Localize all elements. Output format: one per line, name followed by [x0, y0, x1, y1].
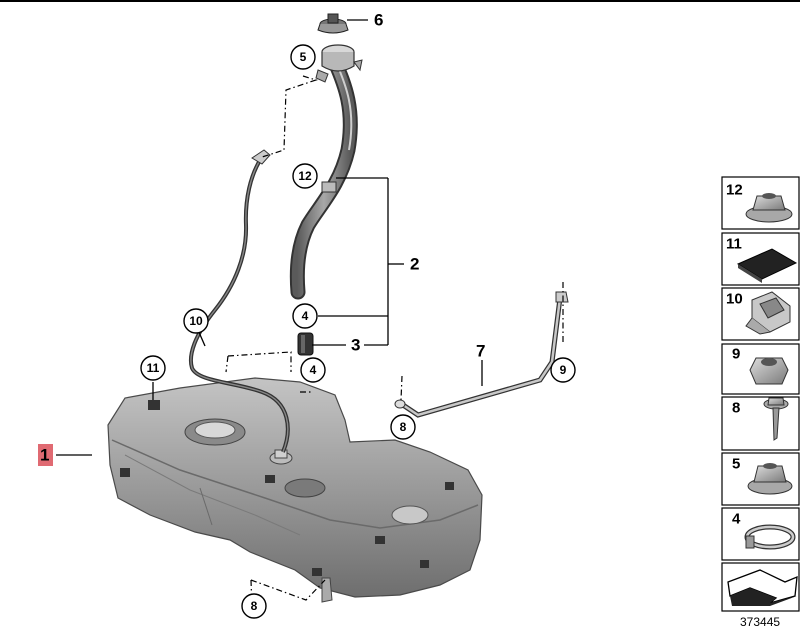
fuel-tank — [107, 377, 483, 603]
callout-8-bottom: 8 — [241, 593, 267, 619]
callout-4-low-text: 4 — [310, 363, 317, 377]
legend-item-10: 10 — [721, 287, 800, 341]
callout-8-bottom-text: 8 — [251, 599, 258, 613]
dash-dot-lines — [225, 75, 564, 611]
callout-12-text: 12 — [298, 169, 312, 183]
reference-number: 373445 — [740, 615, 780, 629]
callout-11-text: 11 — [147, 361, 160, 375]
legend-item-11: 11 — [721, 232, 800, 286]
legend-number-8: 8 — [732, 400, 740, 417]
parts-legend: 12 11 10 — [721, 176, 800, 612]
label-3: 3 — [351, 336, 360, 355]
hose-clamp-icon — [744, 524, 796, 550]
legend-number-5: 5 — [732, 456, 740, 473]
vent-connector — [251, 149, 271, 165]
legend-number-9: 9 — [732, 346, 740, 363]
flange-nut-icon — [745, 193, 793, 223]
callout-9: 9 — [550, 357, 576, 383]
callout-8-right: 8 — [390, 414, 416, 440]
top-border-line — [0, 0, 800, 2]
arrow-icon — [727, 569, 798, 606]
callout-9-text: 9 — [560, 363, 567, 377]
legend-item-12: 12 — [721, 176, 800, 230]
flange-nut-icon — [747, 463, 793, 495]
label-1: 1 — [40, 446, 49, 465]
clip-icon — [745, 291, 791, 335]
label-7: 7 — [476, 342, 485, 361]
connecting-hose — [297, 332, 314, 356]
pipe-clip — [321, 181, 337, 193]
bolt-icon — [763, 397, 789, 441]
callout-4-low: 4 — [300, 357, 326, 383]
legend-number-12: 12 — [726, 182, 743, 199]
callout-4-mid: 4 — [292, 303, 318, 329]
callout-12: 12 — [292, 163, 318, 189]
legend-item-arrow — [721, 562, 800, 612]
legend-number-4: 4 — [732, 511, 741, 528]
callout-8-right-text: 8 — [400, 420, 407, 434]
legend-item-5: 5 — [721, 452, 800, 506]
callout-5-top: 5 — [290, 44, 316, 70]
label-6: 6 — [374, 11, 383, 30]
label-2: 2 — [410, 255, 419, 274]
label-1-highlight — [38, 444, 53, 466]
fuel-cap — [317, 13, 349, 34]
hex-nut-icon — [749, 357, 789, 385]
callout-4-mid-text: 4 — [302, 309, 309, 323]
leader-lines — [56, 19, 483, 456]
legend-item-8: 8 — [721, 396, 800, 451]
legend-item-4: 4 — [721, 507, 800, 561]
callout-11: 11 — [140, 355, 166, 381]
callout-10-text: 10 — [189, 314, 203, 328]
callout-10: 10 — [183, 308, 209, 334]
legend-number-10: 10 — [726, 291, 743, 308]
foam-pad-icon — [736, 248, 798, 283]
legend-number-11: 11 — [726, 236, 742, 253]
callout-5-top-text: 5 — [300, 50, 307, 64]
filler-neck-head — [315, 44, 363, 83]
legend-item-9: 9 — [721, 343, 800, 395]
